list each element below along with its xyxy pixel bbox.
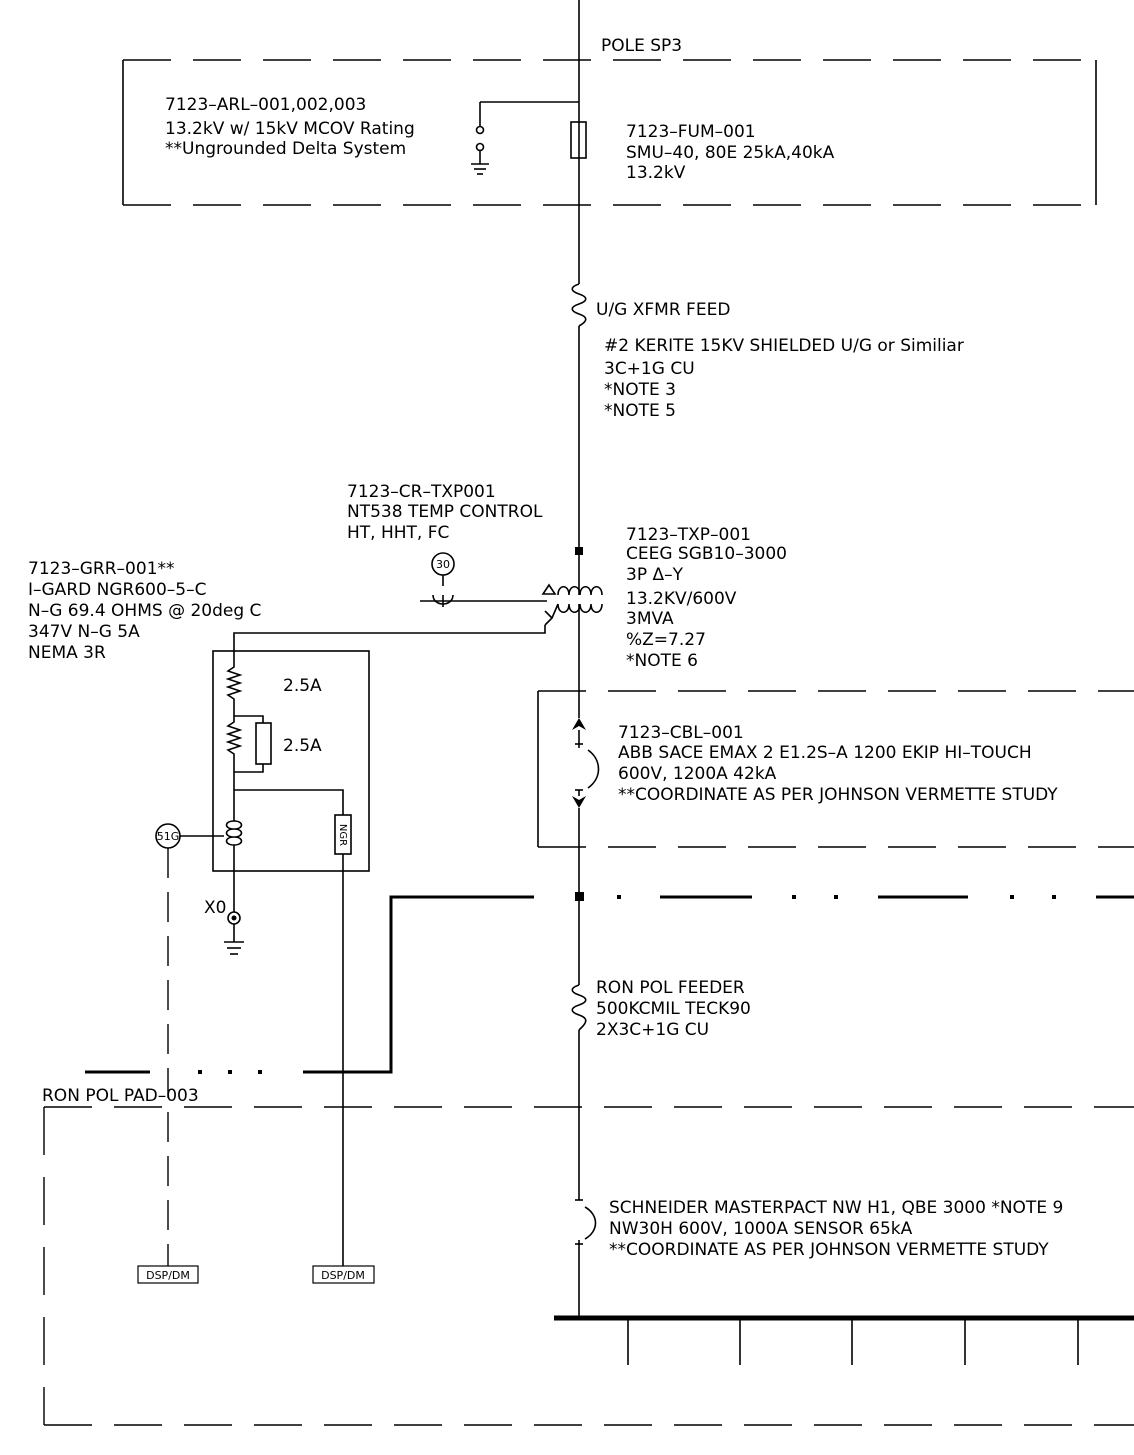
feeder-line-2: 500KCMIL TECK90 [596, 999, 751, 1019]
ngr-line-4: 347V N–G 5A [28, 622, 140, 642]
cable-symbol-ug-feed [571, 283, 587, 327]
transformer-line-3: 3P Δ–Y [626, 565, 684, 585]
temp-relay-30-symbol: 30 [420, 552, 547, 607]
feeder-breaker-line-1: SCHNEIDER MASTERPACT NW H1, QBE 3000 *NO… [609, 1198, 1063, 1218]
temp-control-line-3: HT, HHT, FC [347, 523, 449, 543]
feeder-line-3: 2X3C+1G CU [596, 1020, 709, 1040]
resistor-2-symbol [225, 710, 243, 790]
feed-line-4: *NOTE 5 [604, 401, 676, 421]
neutral-ground-symbol [224, 911, 244, 955]
resistor-2-bypass [234, 715, 264, 723]
pad-label: RON POL PAD–003 [42, 1086, 199, 1106]
feed-line-1: #2 KERITE 15KV SHIELDED U/G or Similiar [604, 336, 964, 356]
bus-node-hv [575, 547, 583, 555]
main-breaker-line-2: ABB SACE EMAX 2 E1.2S–A 1200 EKIP HI–TOU… [618, 743, 1032, 763]
lightning-arrester-symbol [471, 101, 579, 175]
pole-label: POLE SP3 [601, 36, 682, 56]
arrester-line-1: 7123–ARL–001,002,003 [165, 95, 366, 115]
resistor-1-symbol [225, 662, 243, 710]
resistor-1-rating: 2.5A [283, 676, 322, 696]
bus-node-lv [575, 892, 584, 901]
pad-enclosure: RON POL PAD–003 [42, 1086, 1134, 1426]
arrester-line-2: 13.2kV w/ 15kV MCOV Rating [165, 119, 415, 139]
transformer-line-6: %Z=7.27 [626, 630, 706, 650]
cable-symbol-feeder [571, 984, 587, 1031]
transformer-line-4: 13.2KV/600V [626, 589, 737, 609]
lv-bus [554, 1315, 1134, 1365]
relay-51g-label: 51G [157, 830, 180, 843]
transformer-line-2: CEEG SGB10–3000 [626, 544, 787, 564]
dsp-dm-label-1: DSP/DM [146, 1269, 190, 1282]
fuse-line-3: 13.2kV [626, 163, 686, 183]
ngr-line-1: 7123–GRR–001** [28, 559, 175, 579]
temp-control-line-1: 7123–CR–TXP001 [347, 482, 496, 502]
feed-line-3: *NOTE 3 [604, 380, 676, 400]
main-breaker-symbol [572, 718, 600, 808]
ngr-line-5: NEMA 3R [28, 643, 106, 663]
resistor-2-shunt [255, 722, 272, 765]
feeder-breaker-line-3: **COORDINATE AS PER JOHNSON VERMETTE STU… [609, 1240, 1049, 1260]
dsp-dm-box-2: DSP/DM [312, 1265, 375, 1284]
main-breaker-enclosure [537, 690, 1134, 848]
transformer-symbol [541, 583, 603, 626]
dsp-dm-box-1: DSP/DM [137, 1265, 199, 1284]
temp-control-line-2: NT538 TEMP CONTROL [347, 502, 543, 522]
x0-label: X0 [204, 898, 226, 918]
resistor-2-rating: 2.5A [283, 736, 322, 756]
dsp-dm-label-2: DSP/DM [321, 1269, 365, 1282]
transformer-line-5: 3MVA [626, 609, 674, 629]
ngr-line-2: I–GARD NGR600–5–C [28, 580, 206, 600]
main-breaker-line-3: 600V, 1200A 42kA [618, 764, 777, 784]
main-breaker-line-4: **COORDINATE AS PER JOHNSON VERMETTE STU… [618, 785, 1058, 805]
ngr-line-3: N–G 69.4 OHMS @ 20deg C [28, 601, 261, 621]
boundary-line [85, 895, 1134, 1074]
pole-sp3-enclosure: POLE SP3 [122, 36, 1097, 206]
ngr-enclosure: 2.5A 2.5A NGR [212, 650, 370, 912]
arrester-line-3: **Ungrounded Delta System [165, 139, 406, 159]
fuse-line-2: SMU–40, 80E 25kA,40kA [626, 143, 835, 163]
feeder-line-1: RON POL FEEDER [596, 978, 745, 998]
feeder-breaker-line-2: NW30H 600V, 1000A SENSOR 65kA [609, 1219, 913, 1239]
transformer-line-7: *NOTE 6 [626, 651, 698, 671]
main-breaker-line-1: 7123–CBL–001 [618, 723, 744, 743]
feeder-breaker-symbol [575, 1199, 597, 1245]
transformer-line-1: 7123–TXP–001 [626, 525, 751, 545]
ct-symbol [225, 820, 243, 846]
feed-line-2: 3C+1G CU [604, 359, 695, 379]
neutral-conductor [233, 625, 546, 662]
feed-title: U/G XFMR FEED [596, 300, 730, 320]
temp-relay-label: 30 [436, 558, 450, 571]
fuse-line-1: 7123–FUM–001 [626, 122, 756, 142]
ngr-box-label: NGR [337, 824, 348, 846]
fuse-symbol [570, 121, 587, 159]
